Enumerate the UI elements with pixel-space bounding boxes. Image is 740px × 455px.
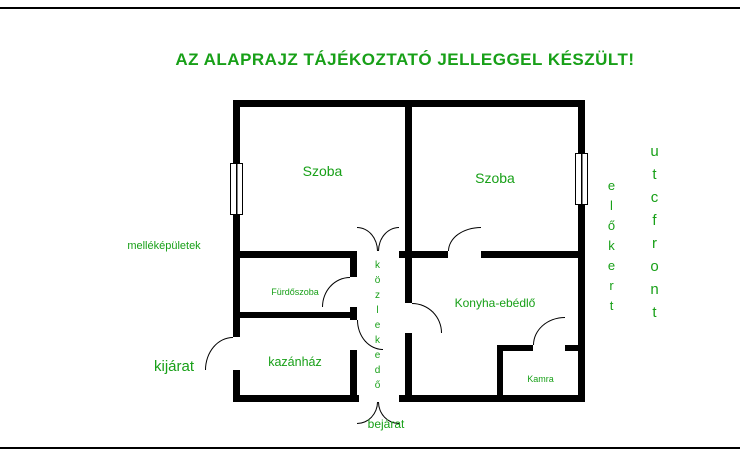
door-gap-pantry <box>533 345 565 351</box>
door-arc-corridor-top-left-leaf <box>357 227 378 251</box>
window-right-szoba <box>575 153 588 205</box>
outside-label-bejarat: bejárat <box>367 417 405 431</box>
wall-pantry-left <box>497 345 503 402</box>
wall-bathroom-boiler-divider <box>233 312 357 318</box>
wall-mid-horizontal <box>233 251 585 258</box>
door-gap-szoba-right <box>448 251 481 258</box>
room-label-furdoszoba: Fürdőszoba <box>271 287 319 297</box>
window-left-szoba <box>230 163 243 215</box>
door-arc-corridor-top-right-leaf <box>378 227 399 251</box>
room-label-konyha-ebedlo: Konyha-ebédlő <box>454 296 536 310</box>
door-gap-kitchen <box>405 303 412 333</box>
room-label-szoba-left: Szoba <box>302 163 343 179</box>
room-label-kazanhaz: kazánház <box>268 355 322 369</box>
door-gap-exit <box>233 337 240 370</box>
page-title: AZ ALAPRAJZ TÁJÉKOZTATÓ JELLEGGEL KÉSZÜL… <box>175 50 635 69</box>
outside-label-elokert: előkert <box>604 178 619 318</box>
bottom-border-line <box>0 447 740 449</box>
room-label-kamra: Kamra <box>527 374 554 384</box>
door-gap-bathroom <box>350 277 357 307</box>
door-arc-szoba-right <box>448 227 481 251</box>
door-gap-boiler <box>350 320 357 350</box>
door-gap-corridor-top <box>357 251 399 258</box>
room-label-szoba-right: Szoba <box>475 170 515 186</box>
top-border-line <box>0 7 740 9</box>
wall-outer-bottom-left <box>233 395 359 402</box>
outside-label-mellekepuletek: melléképületek <box>127 240 201 252</box>
room-label-kozlekedo: közlekedő <box>372 260 383 395</box>
outside-label-utcafront: utcfront <box>646 143 663 327</box>
wall-outer-bottom-right <box>399 395 585 402</box>
door-arc-pantry <box>533 317 565 345</box>
outside-label-kijarat: kijárat <box>153 358 194 375</box>
